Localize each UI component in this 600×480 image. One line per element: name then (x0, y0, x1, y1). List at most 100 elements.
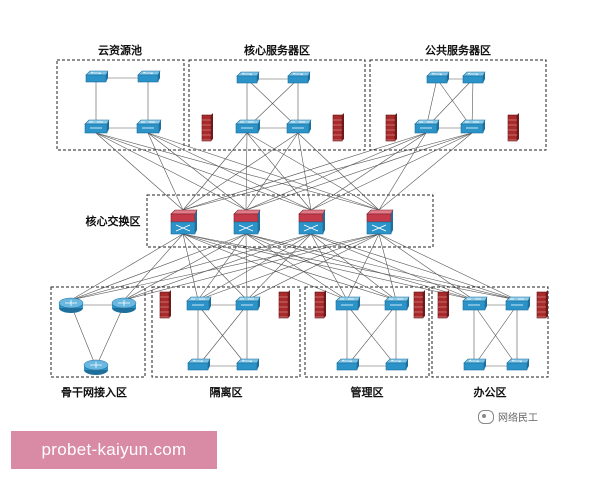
link-line (310, 233, 518, 301)
link-line (95, 132, 380, 211)
link-line (70, 304, 97, 368)
link-line (310, 132, 473, 211)
link-line (95, 132, 247, 211)
l3-switch-icon (286, 119, 312, 134)
firewall-icon (278, 290, 290, 319)
link-line (123, 233, 380, 301)
site-banner: probet-kaiyun.com (11, 431, 217, 469)
link-line (95, 132, 312, 211)
link-line (182, 233, 348, 301)
link-line (182, 132, 299, 211)
banner-text: probet-kaiyun.com (41, 440, 187, 459)
link-line (147, 132, 380, 211)
l3-switch-icon (335, 296, 361, 311)
watermark: 网络民工 (478, 409, 538, 424)
link-line (245, 132, 299, 211)
link-line (245, 132, 473, 211)
link-line (70, 233, 380, 301)
link-line (245, 233, 348, 301)
link-line (245, 233, 248, 301)
switch-icon (236, 71, 260, 84)
link-line (245, 233, 475, 301)
link-line (245, 132, 248, 211)
link-line (182, 132, 427, 211)
l3-switch-icon (136, 119, 162, 134)
link-line (378, 132, 473, 211)
devices (58, 70, 548, 375)
router-icon (58, 297, 84, 313)
firewall-icon (536, 290, 548, 319)
link-line (123, 233, 312, 301)
l3-switch-icon (186, 296, 212, 311)
link-line (310, 233, 475, 301)
link-line (123, 233, 184, 301)
core-switch-icon (298, 209, 326, 235)
switch-icon (287, 71, 311, 84)
switch-icon (236, 358, 260, 371)
router-icon (111, 297, 137, 313)
zone-backbone-box (50, 286, 146, 378)
l3-switch-icon (414, 119, 440, 134)
router-icon (83, 359, 109, 375)
link-line (182, 233, 397, 301)
link-line (378, 233, 397, 301)
link-line (378, 233, 475, 301)
firewall-icon (159, 290, 171, 319)
l3-switch-icon (235, 119, 261, 134)
firewall-icon (314, 290, 326, 319)
link-line (473, 304, 518, 367)
switch-icon (187, 358, 211, 371)
link-line (245, 132, 427, 211)
firewall-icon (507, 113, 519, 142)
zone-public-server-box (369, 59, 547, 151)
switch-icon (506, 358, 530, 371)
l3-switch-icon (505, 296, 531, 311)
switch-icon (463, 358, 487, 371)
l3-switch-icon (462, 296, 488, 311)
label-isolation: 隔离区 (210, 385, 243, 399)
label-cloud: 云资源池 (98, 43, 142, 57)
l3-switch-icon (460, 119, 486, 134)
switch-icon (385, 358, 409, 371)
firewall-icon (385, 113, 397, 142)
link-line (246, 233, 312, 301)
firewall-icon (201, 113, 213, 142)
label-core-switch: 核心交换区 (86, 214, 141, 228)
link-line (246, 132, 312, 211)
link-line (346, 233, 380, 301)
link-line (310, 132, 427, 211)
link-line (95, 132, 184, 211)
firewall-icon (413, 290, 425, 319)
link-line (297, 132, 380, 211)
link-line (95, 304, 125, 368)
link-line (147, 132, 312, 211)
wechat-icon (478, 409, 494, 424)
link-line (197, 304, 248, 367)
link-line (197, 233, 247, 301)
link-line (246, 132, 380, 211)
l3-switch-icon (84, 119, 110, 134)
link-line (182, 132, 248, 211)
l3-switch-icon (384, 296, 410, 311)
link-line (123, 233, 247, 301)
link-line (245, 233, 518, 301)
label-public-server: 公共服务器区 (425, 43, 491, 57)
zone-core-server-box (188, 59, 366, 151)
link-line (310, 233, 397, 301)
switch-icon (137, 70, 161, 83)
switch-icon (336, 358, 360, 371)
link-line (182, 233, 199, 301)
link-line (378, 233, 518, 301)
switch-icon (85, 70, 109, 83)
firewall-icon (437, 290, 449, 319)
link-line (70, 233, 247, 301)
core-switch-icon (170, 209, 198, 235)
link-line (147, 132, 184, 211)
link-line (346, 304, 397, 367)
link-line (70, 233, 312, 301)
watermark-text: 网络民工 (498, 413, 538, 424)
zone-boxes (50, 59, 549, 378)
l3-switch-icon (235, 296, 261, 311)
link-line (245, 233, 397, 301)
